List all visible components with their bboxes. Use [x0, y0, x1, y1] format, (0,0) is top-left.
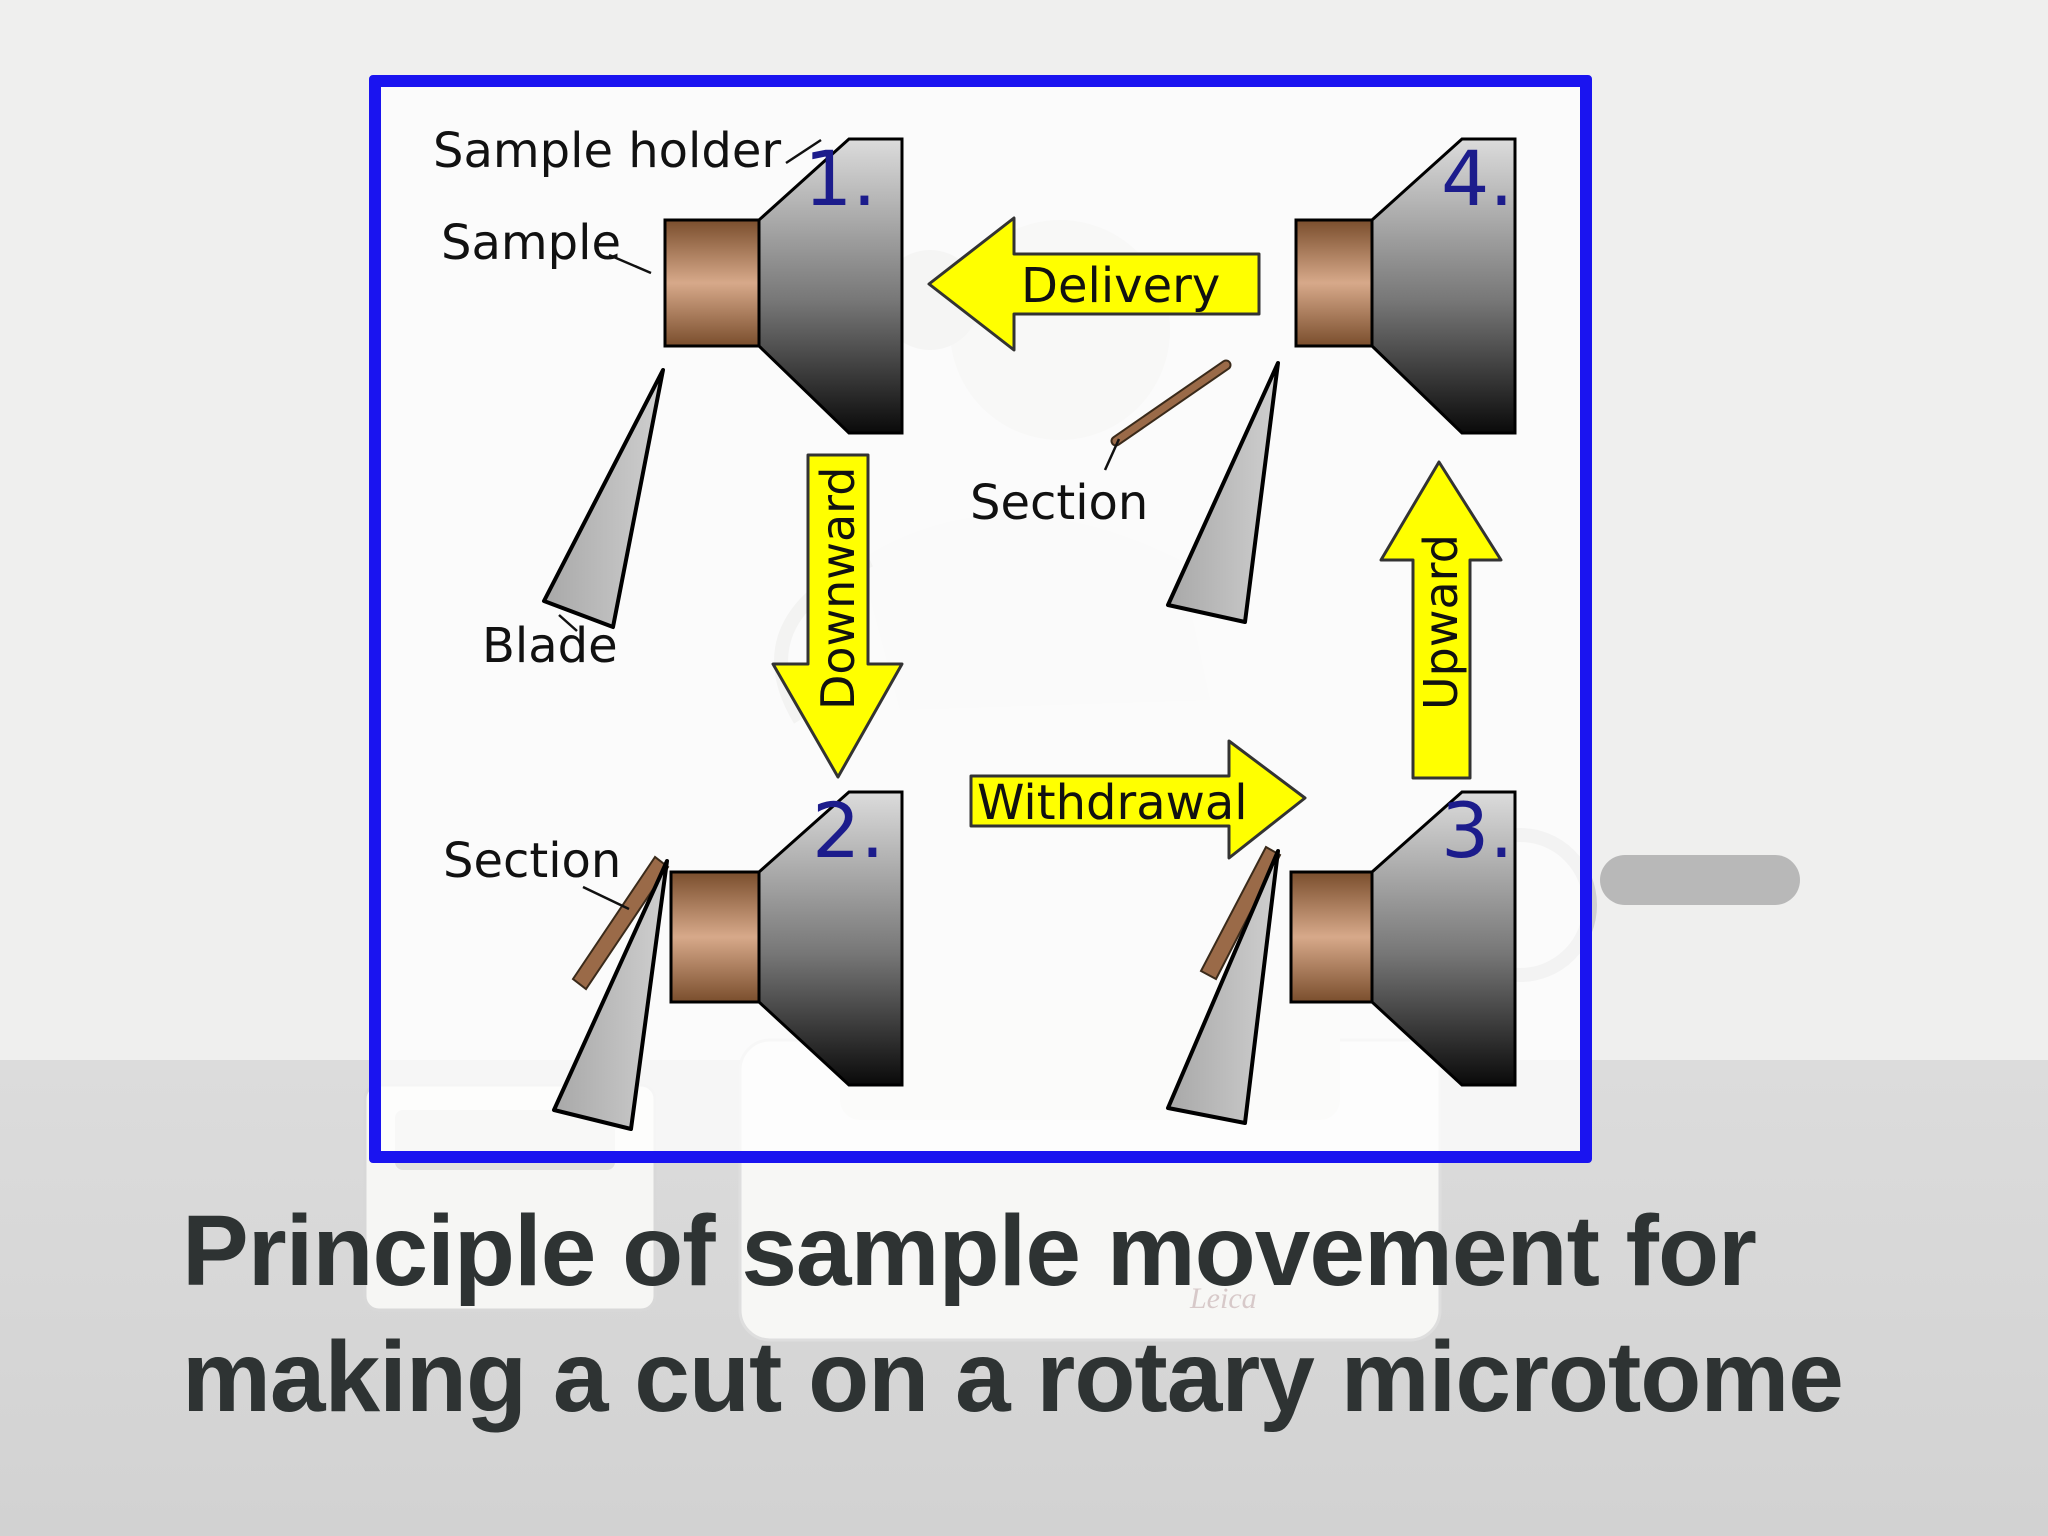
label-sample: Sample — [441, 215, 621, 271]
cut-section-fill — [1112, 361, 1230, 445]
arrow-withdrawal: Withdrawal — [969, 739, 1307, 860]
diagram-frame: 1. Sample holder Sample Blade 4. Section… — [369, 75, 1592, 1163]
sample-block — [1294, 218, 1374, 348]
arrow-withdrawal-label: Withdrawal — [977, 775, 1248, 831]
arrow-downward-label: Downward — [811, 467, 865, 710]
label-blade: Blade — [482, 618, 618, 674]
blade — [1166, 361, 1280, 624]
step-2-assembly: 2. — [552, 786, 904, 1131]
microtome-diagram: 1. Sample holder Sample Blade 4. Section… — [433, 123, 1517, 1131]
step-1-assembly: 1. — [542, 134, 904, 629]
step-number-4: 4. — [1441, 134, 1514, 223]
label-section-bottom: Section — [443, 833, 621, 889]
arrow-upward-label: Upward — [1414, 534, 1468, 710]
label-section-top: Section — [970, 475, 1148, 531]
pointer-blade — [558, 614, 578, 632]
step-number-1: 1. — [804, 134, 877, 223]
caption: Principle of sample movement for making … — [182, 1188, 1982, 1440]
step-number-3: 3. — [1441, 786, 1514, 875]
sample-block — [1289, 870, 1374, 1004]
pointer-section-top — [1103, 438, 1121, 471]
arrow-upward: Upward — [1379, 460, 1503, 780]
caption-line-1: Principle of sample movement for — [182, 1195, 1757, 1307]
pointer-sample — [608, 253, 652, 275]
brand-logo: Leica — [1189, 1282, 1257, 1315]
caption-line-2: making a cut on a rotary microtome — [182, 1321, 1844, 1433]
blade — [1166, 849, 1280, 1125]
blade — [542, 368, 665, 629]
blade — [552, 859, 669, 1131]
sample-block — [669, 870, 761, 1004]
pointer-section-bottom — [582, 885, 630, 911]
sample-block — [663, 218, 761, 348]
step-3-assembly: 3. — [1166, 786, 1517, 1125]
step-4-assembly: 4. — [1110, 134, 1517, 624]
pointer-sample-holder — [785, 138, 822, 165]
label-sample-holder: Sample holder — [433, 123, 781, 179]
step-number-2: 2. — [812, 786, 885, 875]
arrow-downward: Downward — [771, 453, 904, 779]
arrow-delivery-label: Delivery — [1021, 258, 1220, 314]
arrow-delivery: Delivery — [927, 216, 1261, 352]
